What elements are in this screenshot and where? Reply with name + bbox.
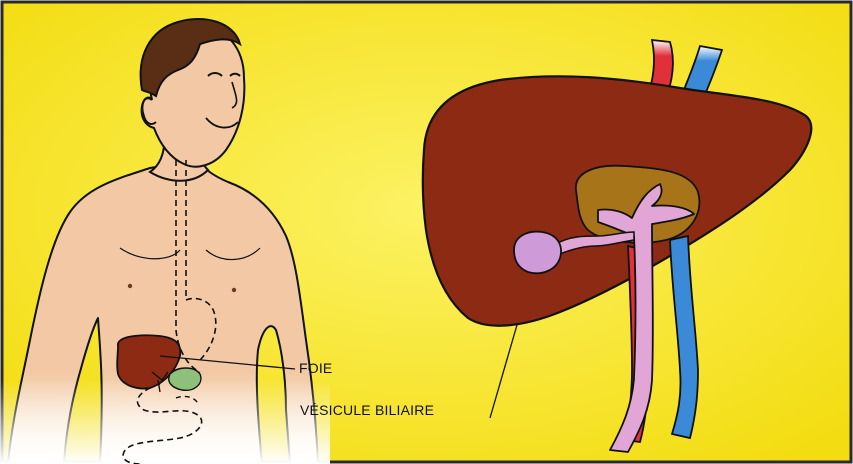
torso-fade [0,380,330,464]
body-green-organ [169,368,201,390]
gallbladder [514,232,561,274]
gallbladder-label: VÉSICULE BILIAIRE [300,402,434,418]
liver-label: FOIE [299,360,332,376]
nipple-left [128,284,132,288]
nipple-right [232,288,236,292]
